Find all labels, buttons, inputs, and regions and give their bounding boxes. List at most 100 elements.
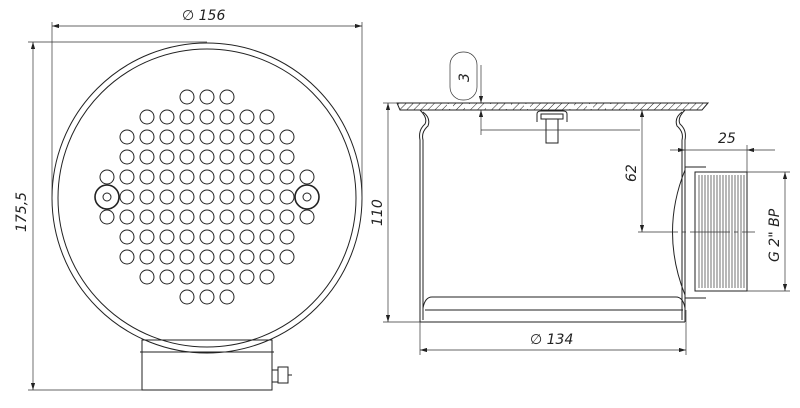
grate-hole [219,229,235,245]
grate-hole [199,249,215,265]
grate-hole [259,129,275,145]
grate-hole [239,229,255,245]
grate-hole [239,169,255,185]
grate-hole [179,89,195,105]
grate-hole [159,229,175,245]
grate-hole [219,109,235,125]
grate-hole [139,189,155,205]
grate-hole [219,189,235,205]
grate-hole [199,209,215,225]
grate-hole [259,149,275,165]
grate-hole [219,169,235,185]
grate-hole [239,189,255,205]
clamp-bolt [271,366,292,384]
grate-hole [259,169,275,185]
side-diameter-label: ∅ 134 [530,332,573,348]
grate-hole [179,149,195,165]
grate-hole [259,229,275,245]
grate-hole [139,249,155,265]
grate-hole [199,269,215,285]
grate-hole [119,169,135,185]
grate-hole [199,169,215,185]
grate-hole [259,269,275,285]
front-view: ∅ 156 175,5 [14,8,363,391]
grate-hole [159,149,175,165]
grate-hole [119,129,135,145]
grate-hole [219,149,235,165]
grate-hole [159,249,175,265]
body-left-wall [419,109,427,322]
grate-hole [219,249,235,265]
grate-hole [159,109,175,125]
grate-holes [99,89,315,305]
grate-hole [199,109,215,125]
grate-hole [219,289,235,305]
mounting-screw-right [294,184,320,210]
bottom-plate [422,296,686,318]
grate-hole [179,209,195,225]
grate-hole [139,169,155,185]
grate-hole [99,209,115,225]
outlet-nipple [672,166,748,299]
grate-hole [279,149,295,165]
grate-hole [179,289,195,305]
grate-hole [199,229,215,245]
grate-hole [239,109,255,125]
grate-hole [119,229,135,245]
grate-hole [199,149,215,165]
grate-hole [239,249,255,265]
grate-hole [119,209,135,225]
grate-hole [239,129,255,145]
grate-hole [259,209,275,225]
grate-hole [179,269,195,285]
grate-hole [139,209,155,225]
grate-hole [259,189,275,205]
thread-label: G 2" ВР [767,208,783,262]
grate-hole [159,129,175,145]
front-height-label: 175,5 [14,192,30,232]
grate-hole [139,269,155,285]
mounting-screw-left [94,184,120,210]
grate-hole [179,109,195,125]
grate-hole [279,189,295,205]
side-height-label: 110 [370,199,386,226]
thickness-label: 3 [457,73,473,82]
side-view: 110 ∅ 134 3 62 25 G 2" ВР [370,51,790,355]
grate-hole [299,209,315,225]
grate-screw [536,110,568,144]
grate-hole [119,149,135,165]
grate-hole [179,249,195,265]
grate-hole [279,249,295,265]
thickness-callout [449,51,478,101]
grate-hole [239,269,255,285]
grate-hole [179,129,195,145]
grate-hole [119,249,135,265]
grate-hole [219,269,235,285]
grate-hole [279,229,295,245]
grate-hole [219,129,235,145]
grate-hole [139,129,155,145]
grate-hole [179,229,195,245]
grate-hole [259,249,275,265]
grate-hole [159,169,175,185]
grate-hole [199,289,215,305]
grate-hole [199,89,215,105]
grate-hole [179,169,195,185]
drain-stem [141,339,273,391]
grate-hole [159,209,175,225]
grate-hole [119,189,135,205]
grate-hole [239,209,255,225]
grate-hole [219,209,235,225]
grate-hole [279,209,295,225]
grate-hole [279,129,295,145]
grate-hole [199,189,215,205]
grate-hole [139,109,155,125]
grate-inner-circle [57,48,357,348]
flange-section [396,102,710,111]
grate-hole [199,129,215,145]
grate-hole [279,169,295,185]
grate-hole [259,109,275,125]
grate-hole [219,89,235,105]
